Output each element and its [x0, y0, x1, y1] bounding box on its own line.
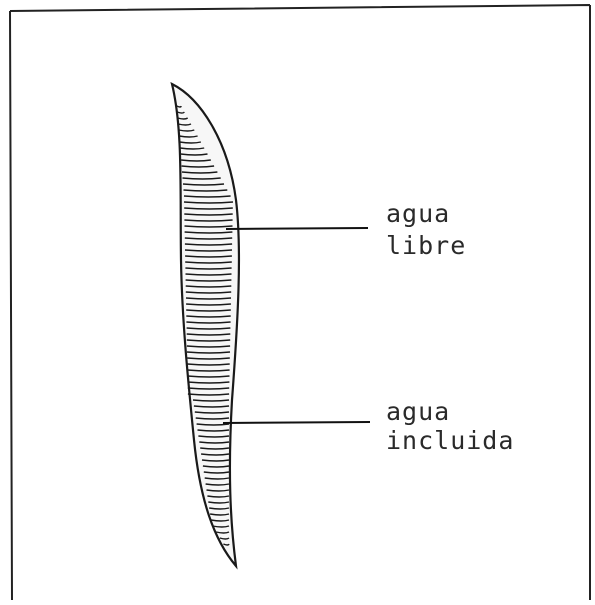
included-water-leader-line: [223, 422, 370, 423]
cell-wall: [177, 106, 181, 107]
free-water-leader-line: [226, 228, 368, 229]
included-water-label-line2: incluida: [386, 428, 514, 453]
included-water-label-line1: agua: [386, 399, 450, 424]
free-water-label-line1: agua: [386, 201, 450, 226]
frame-border: [10, 5, 590, 600]
grain-outline: [172, 84, 239, 566]
free-water-label-line2: libre: [386, 233, 466, 258]
